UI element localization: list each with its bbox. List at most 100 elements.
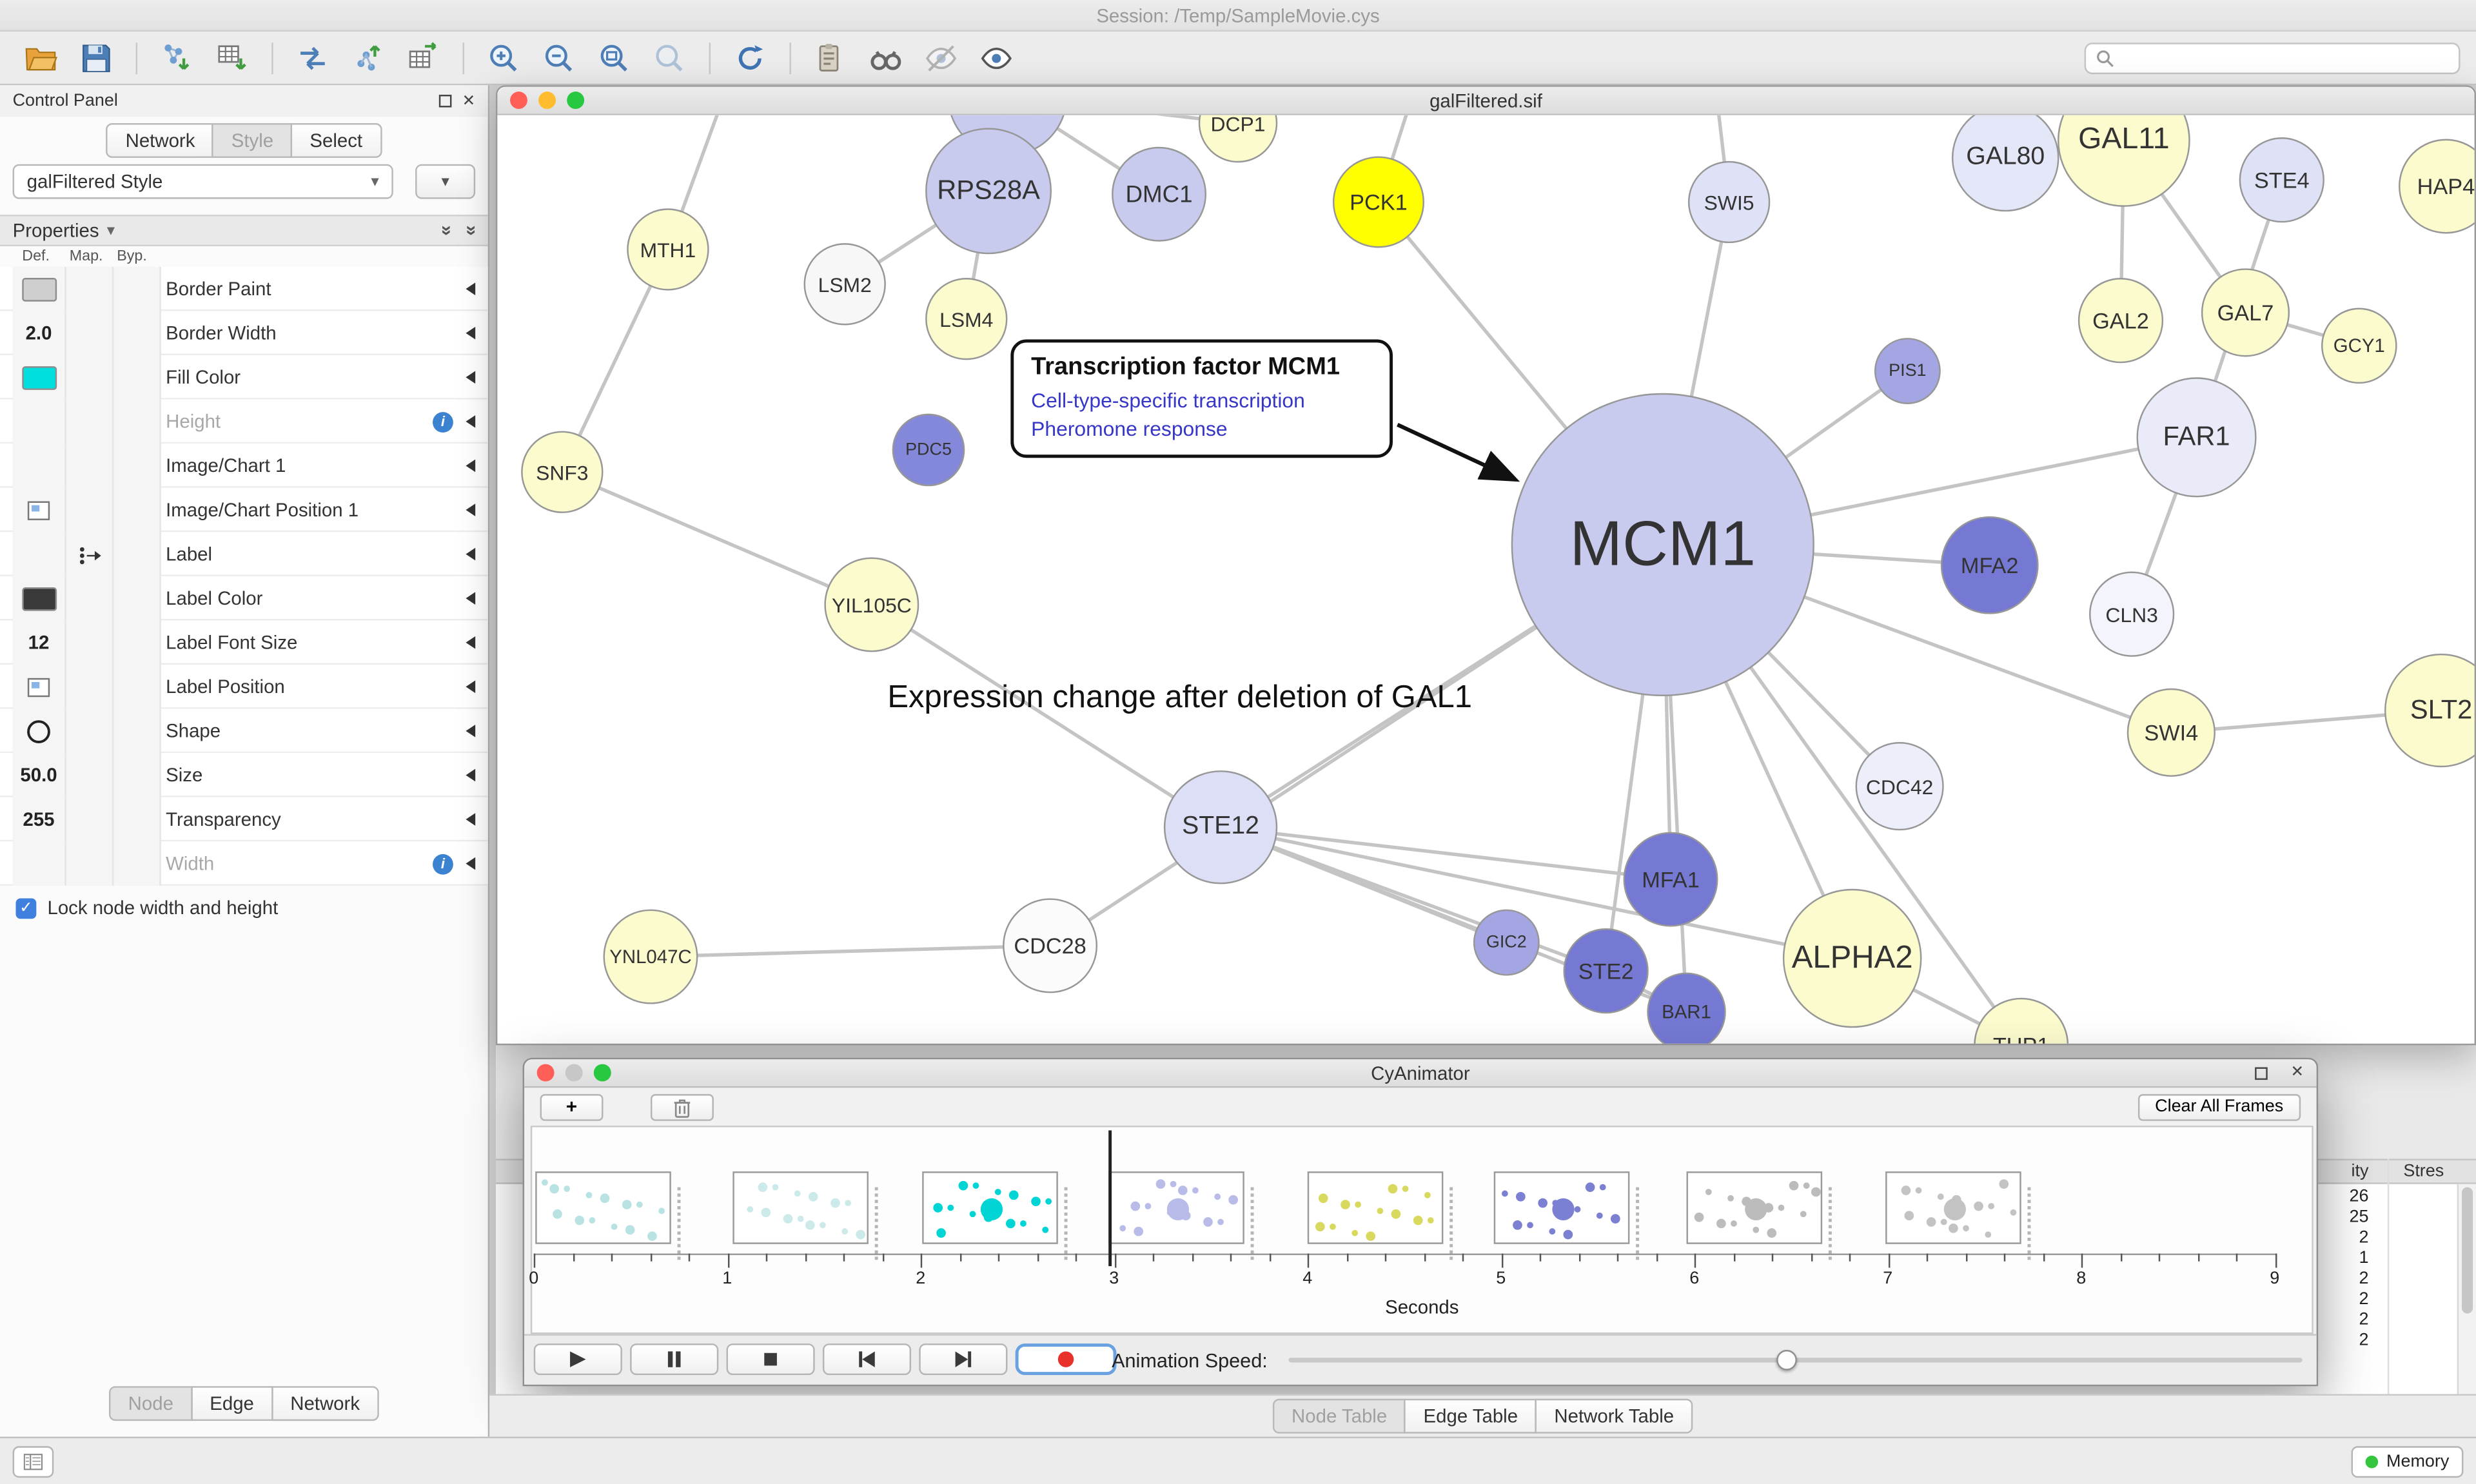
hide-graphics-details-button[interactable] xyxy=(916,35,966,80)
tab-style[interactable]: Style xyxy=(212,123,293,158)
property-default-cell[interactable]: 255 xyxy=(12,797,66,842)
property-bypass-cell[interactable] xyxy=(113,620,161,665)
network-node-mfa2[interactable]: MFA2 xyxy=(1940,516,2039,614)
property-default-cell[interactable]: 2.0 xyxy=(12,311,66,356)
network-node-slt2[interactable]: SLT2 xyxy=(2384,653,2475,768)
network-node-gcy1[interactable]: GCY1 xyxy=(2321,308,2397,384)
property-expand[interactable]: i xyxy=(433,400,476,444)
frame-thumbnail-3[interactable] xyxy=(922,1171,1058,1244)
open-session-button[interactable] xyxy=(15,35,66,80)
frame-thumbnail-7[interactable] xyxy=(1686,1171,1823,1244)
mapping-icon[interactable] xyxy=(66,532,114,576)
property-row-label-position[interactable]: Label Position xyxy=(0,665,488,709)
property-bypass-cell[interactable] xyxy=(113,355,161,400)
shape-circle-icon[interactable] xyxy=(12,708,66,754)
network-node-dmc1[interactable]: DMC1 xyxy=(1112,146,1207,242)
collapse-all-icon[interactable]: « xyxy=(458,225,482,236)
import-table-button[interactable] xyxy=(207,35,257,80)
expand-all-icon[interactable]: » xyxy=(435,225,458,236)
play-button[interactable] xyxy=(533,1343,622,1376)
network-node-mfa1[interactable]: MFA1 xyxy=(1623,832,1718,927)
property-expand[interactable] xyxy=(466,797,476,842)
property-bypass-cell[interactable] xyxy=(113,532,161,576)
network-node-cln3[interactable]: CLN3 xyxy=(2089,571,2175,657)
property-bypass-cell[interactable] xyxy=(113,487,161,532)
network-node-lsm4[interactable]: LSM4 xyxy=(925,278,1008,360)
save-session-button[interactable] xyxy=(71,35,121,80)
frame-grip-handle[interactable] xyxy=(1636,1187,1642,1260)
style-options-button[interactable]: ▾ xyxy=(415,164,476,199)
frame-grip-handle[interactable] xyxy=(677,1187,684,1260)
show-graphics-details-button[interactable] xyxy=(971,35,1021,80)
property-mapping-cell[interactable] xyxy=(66,444,114,488)
network-node-gal80[interactable]: GAL80 xyxy=(1951,115,2059,212)
property-default-cell[interactable] xyxy=(12,532,66,576)
property-default-cell[interactable]: 50.0 xyxy=(12,753,66,797)
sync-networks-button[interactable] xyxy=(288,35,338,80)
tab-edge[interactable]: Edge xyxy=(190,1386,273,1421)
property-bypass-cell[interactable] xyxy=(113,797,161,842)
previous-frame-button[interactable] xyxy=(822,1343,912,1376)
property-default-cell[interactable] xyxy=(12,576,66,621)
property-default-cell[interactable] xyxy=(12,841,66,886)
tab-select[interactable]: Select xyxy=(291,123,382,158)
zoom-fit-button[interactable] xyxy=(589,35,639,80)
network-node-ste4[interactable]: STE4 xyxy=(2239,137,2324,223)
canvas-annotation-text[interactable]: Expression change after deletion of GAL1 xyxy=(887,680,1473,716)
network-node-swi4[interactable]: SWI4 xyxy=(2127,688,2216,777)
property-default-cell[interactable] xyxy=(12,355,66,400)
timeline-playhead[interactable] xyxy=(1108,1130,1111,1267)
next-frame-button[interactable] xyxy=(919,1343,1008,1376)
property-row-image-chart-1[interactable]: Image/Chart 1 xyxy=(0,444,488,488)
tab-network[interactable]: Network xyxy=(106,123,214,158)
property-expand[interactable] xyxy=(466,620,476,665)
property-row-fill-color[interactable]: Fill Color xyxy=(0,355,488,400)
minimize-window-icon[interactable] xyxy=(538,92,556,109)
property-row-label-color[interactable]: Label Color xyxy=(0,576,488,621)
property-expand[interactable] xyxy=(466,444,476,488)
property-mapping-cell[interactable] xyxy=(66,841,114,886)
network-node-hap4[interactable]: HAP4 xyxy=(2399,139,2475,234)
clear-all-frames-button[interactable]: Clear All Frames xyxy=(2137,1093,2301,1120)
property-mapping-cell[interactable] xyxy=(66,797,114,842)
property-bypass-cell[interactable] xyxy=(113,708,161,754)
network-node-bar1[interactable]: BAR1 xyxy=(1647,972,1726,1044)
property-expand[interactable] xyxy=(466,576,476,621)
network-node-alpha2[interactable]: ALPHA2 xyxy=(1782,888,1922,1028)
network-node-gic2[interactable]: GIC2 xyxy=(1473,909,1540,976)
property-default-cell[interactable]: 12 xyxy=(12,620,66,665)
property-bypass-cell[interactable] xyxy=(113,399,161,444)
search-binoculars-button[interactable] xyxy=(861,35,911,80)
frame-grip-handle[interactable] xyxy=(1064,1187,1071,1260)
table-row[interactable]: 2 xyxy=(496,1269,2476,1290)
table-row[interactable]: 2 xyxy=(496,1311,2476,1331)
annotation-link[interactable]: Cell-type-specific transcription xyxy=(1031,388,1305,413)
stop-button[interactable] xyxy=(726,1343,815,1376)
frame-grip-handle[interactable] xyxy=(1449,1187,1456,1260)
property-default-cell[interactable] xyxy=(12,399,66,444)
property-row-image-chart-position-1[interactable]: Image/Chart Position 1 xyxy=(0,487,488,532)
frame-grip-handle[interactable] xyxy=(1828,1187,1835,1260)
property-bypass-cell[interactable] xyxy=(113,665,161,709)
network-node-cdc42[interactable]: CDC42 xyxy=(1855,742,1944,831)
property-row-label[interactable]: Label xyxy=(0,532,488,576)
minimize-window-icon[interactable] xyxy=(565,1064,583,1082)
property-mapping-cell[interactable] xyxy=(66,399,114,444)
frame-grip-handle[interactable] xyxy=(874,1187,881,1260)
property-expand[interactable] xyxy=(466,532,476,576)
property-mapping-cell[interactable] xyxy=(66,620,114,665)
property-expand[interactable]: i xyxy=(433,841,476,886)
annotation-link[interactable]: Pheromone response xyxy=(1031,416,1228,441)
frame-thumbnail-4[interactable] xyxy=(1108,1171,1244,1244)
panel-toggle-button[interactable] xyxy=(12,1445,54,1478)
search-field[interactable] xyxy=(2084,41,2461,73)
table-row[interactable]: 2 xyxy=(496,1331,2476,1351)
float-panel-icon[interactable] xyxy=(438,94,451,108)
animation-speed-slider[interactable] xyxy=(1288,1336,2303,1386)
network-node-mcm1[interactable]: MCM1 xyxy=(1511,393,1814,697)
